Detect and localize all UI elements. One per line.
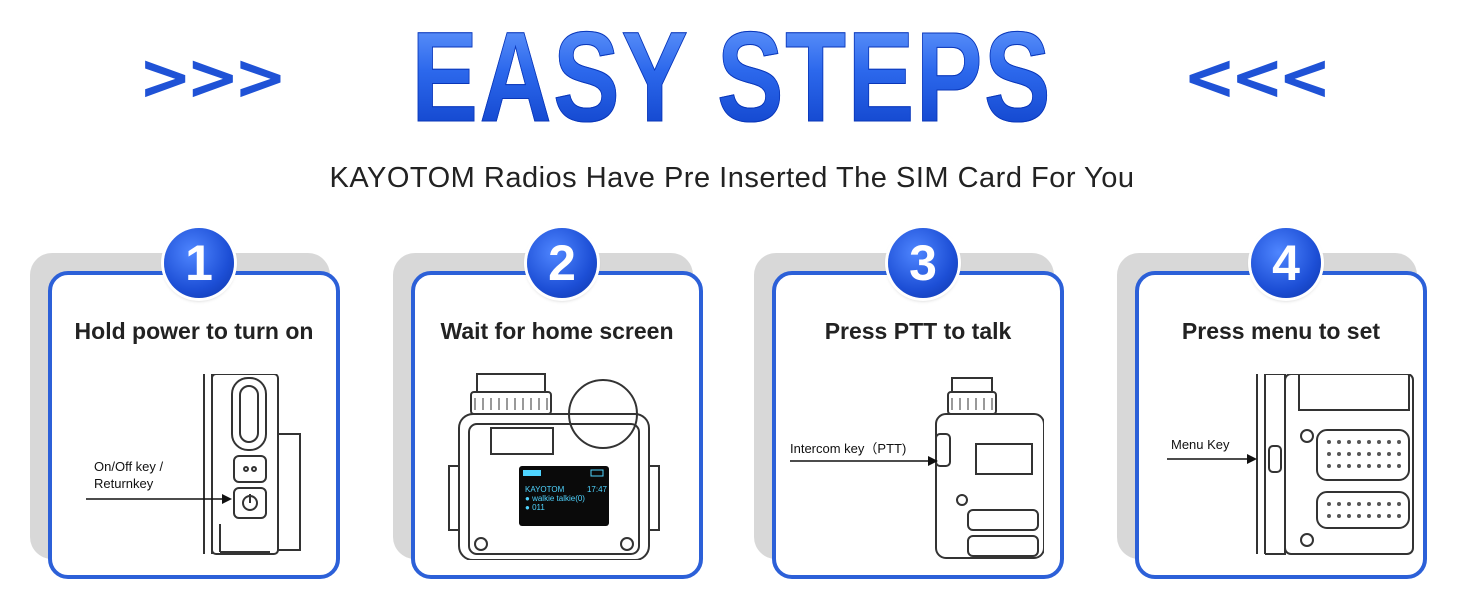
callout-line: On/Off key / [94, 459, 164, 474]
step-4: 4 Press menu to set Menu Key [1117, 228, 1433, 590]
step-heading: Hold power to turn on [74, 318, 314, 344]
lcd-content: KAYOTOM 17:47 ● walkie talkie(0) ● 011 [525, 485, 607, 512]
step-number-badge: 3 [888, 228, 958, 298]
step-3: 3 Press PTT to talk Intercom key（PTT) [754, 228, 1070, 590]
lcd-brand: KAYOTOM [525, 485, 565, 494]
left-arrows: >>> [138, 41, 287, 115]
radio-lcd [519, 466, 609, 526]
page-title: EASY STEPS [411, 6, 1053, 149]
step-2: 2 Wait for home screen KAYOTOM [393, 228, 709, 590]
power-key-callout: On/Off key / Returnkey [94, 458, 163, 492]
step-card [772, 271, 1064, 579]
lcd-line1: ● walkie talkie(0) [525, 494, 585, 503]
header-banner: >>> EASY STEPS <<< [0, 6, 1464, 149]
step-heading: Wait for home screen [440, 318, 674, 344]
right-arrows: <<< [1182, 41, 1332, 115]
lcd-time: 17:47 [586, 485, 607, 494]
callout-line: Returnkey [94, 476, 154, 491]
arrow-right-icon [1167, 454, 1259, 464]
step-number-badge: 1 [164, 228, 234, 298]
step-number-badge: 2 [527, 228, 597, 298]
step-heading: Press menu to set [1181, 318, 1381, 344]
menu-key-callout: Menu Key [1171, 437, 1230, 452]
power-button-icon [200, 374, 320, 560]
arrow-right-icon [86, 494, 234, 504]
ptt-key-icon [932, 374, 1044, 560]
step-card [48, 271, 340, 579]
lcd-header-row: KAYOTOM 17:47 [525, 485, 607, 494]
ptt-callout: Intercom key（PTT) [790, 441, 907, 456]
subtitle: KAYOTOM Radios Have Pre Inserted The SIM… [329, 162, 1135, 194]
radio-screen-icon [441, 370, 671, 560]
arrow-right-icon [790, 456, 940, 466]
step-1: 1 Hold power to turn on On/Off key / Ret… [30, 228, 346, 590]
menu-key-icon [1255, 374, 1415, 556]
step-number-badge: 4 [1251, 228, 1321, 298]
lcd-line2: ● 011 [525, 503, 545, 512]
step-heading: Press PTT to talk [824, 318, 1012, 344]
